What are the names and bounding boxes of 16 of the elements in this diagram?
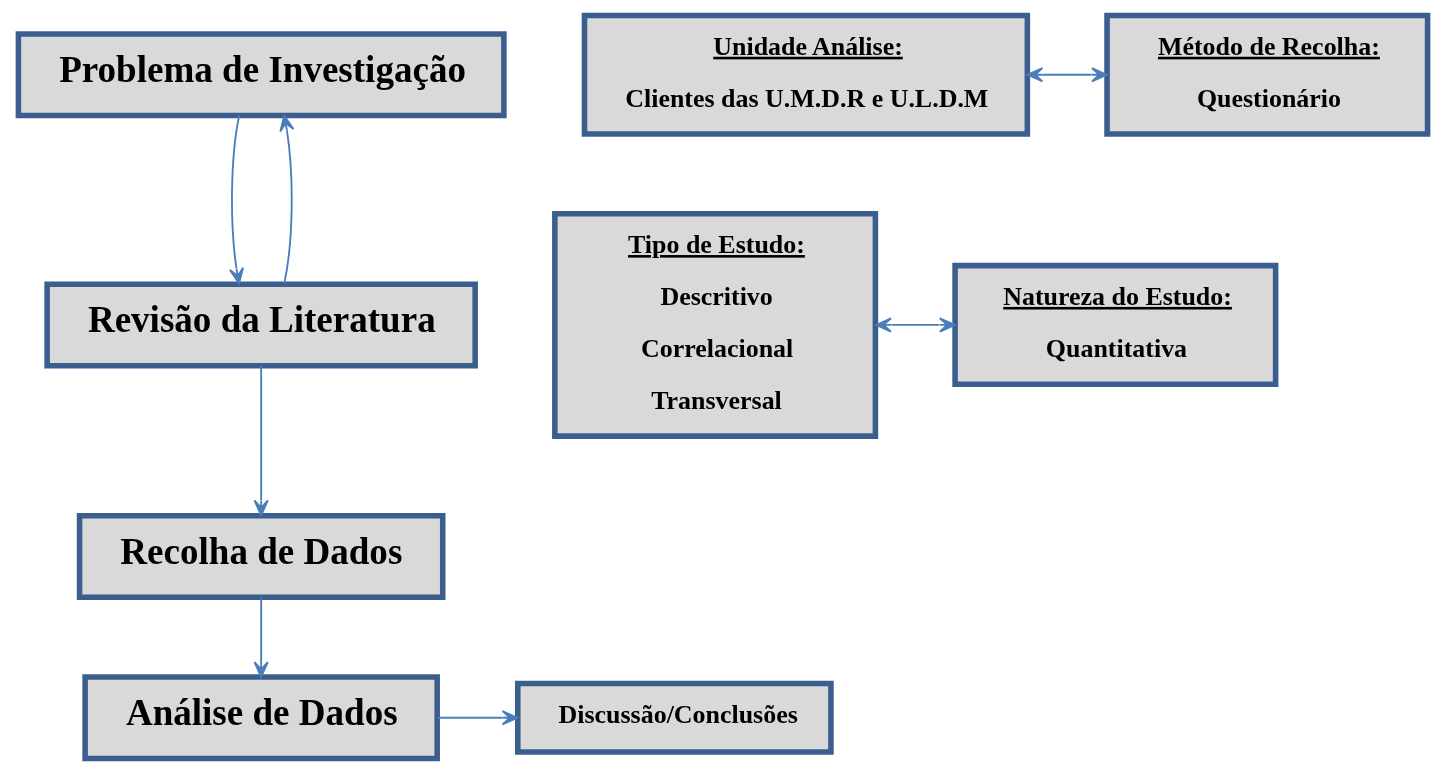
node-box: Recolha de Dados — [76, 513, 445, 601]
node-box: Revisão da Literatura — [43, 281, 478, 369]
arrow — [253, 596, 269, 678]
node-box: Análise de Dados — [81, 674, 440, 762]
arrow — [436, 710, 518, 726]
node-box: Unidade Análise: Clientes das U.M.D.R e U.L.D.M — [581, 12, 1030, 137]
node-box: Discussão/Conclusões — [514, 680, 834, 755]
arrow — [1026, 67, 1108, 83]
arrow — [874, 317, 956, 333]
node-box: Tipo de Estudo: Descritivo Correlacional Transversal — [551, 210, 878, 439]
arrow — [253, 365, 269, 517]
node-box: Natureza do Estudo: Quantitativa — [951, 262, 1278, 387]
arrow — [278, 114, 294, 285]
node-box: Problema de Investigação — [15, 31, 507, 119]
arrow — [228, 114, 244, 285]
node-box: Método de Recolha: Questionário — [1103, 12, 1430, 137]
